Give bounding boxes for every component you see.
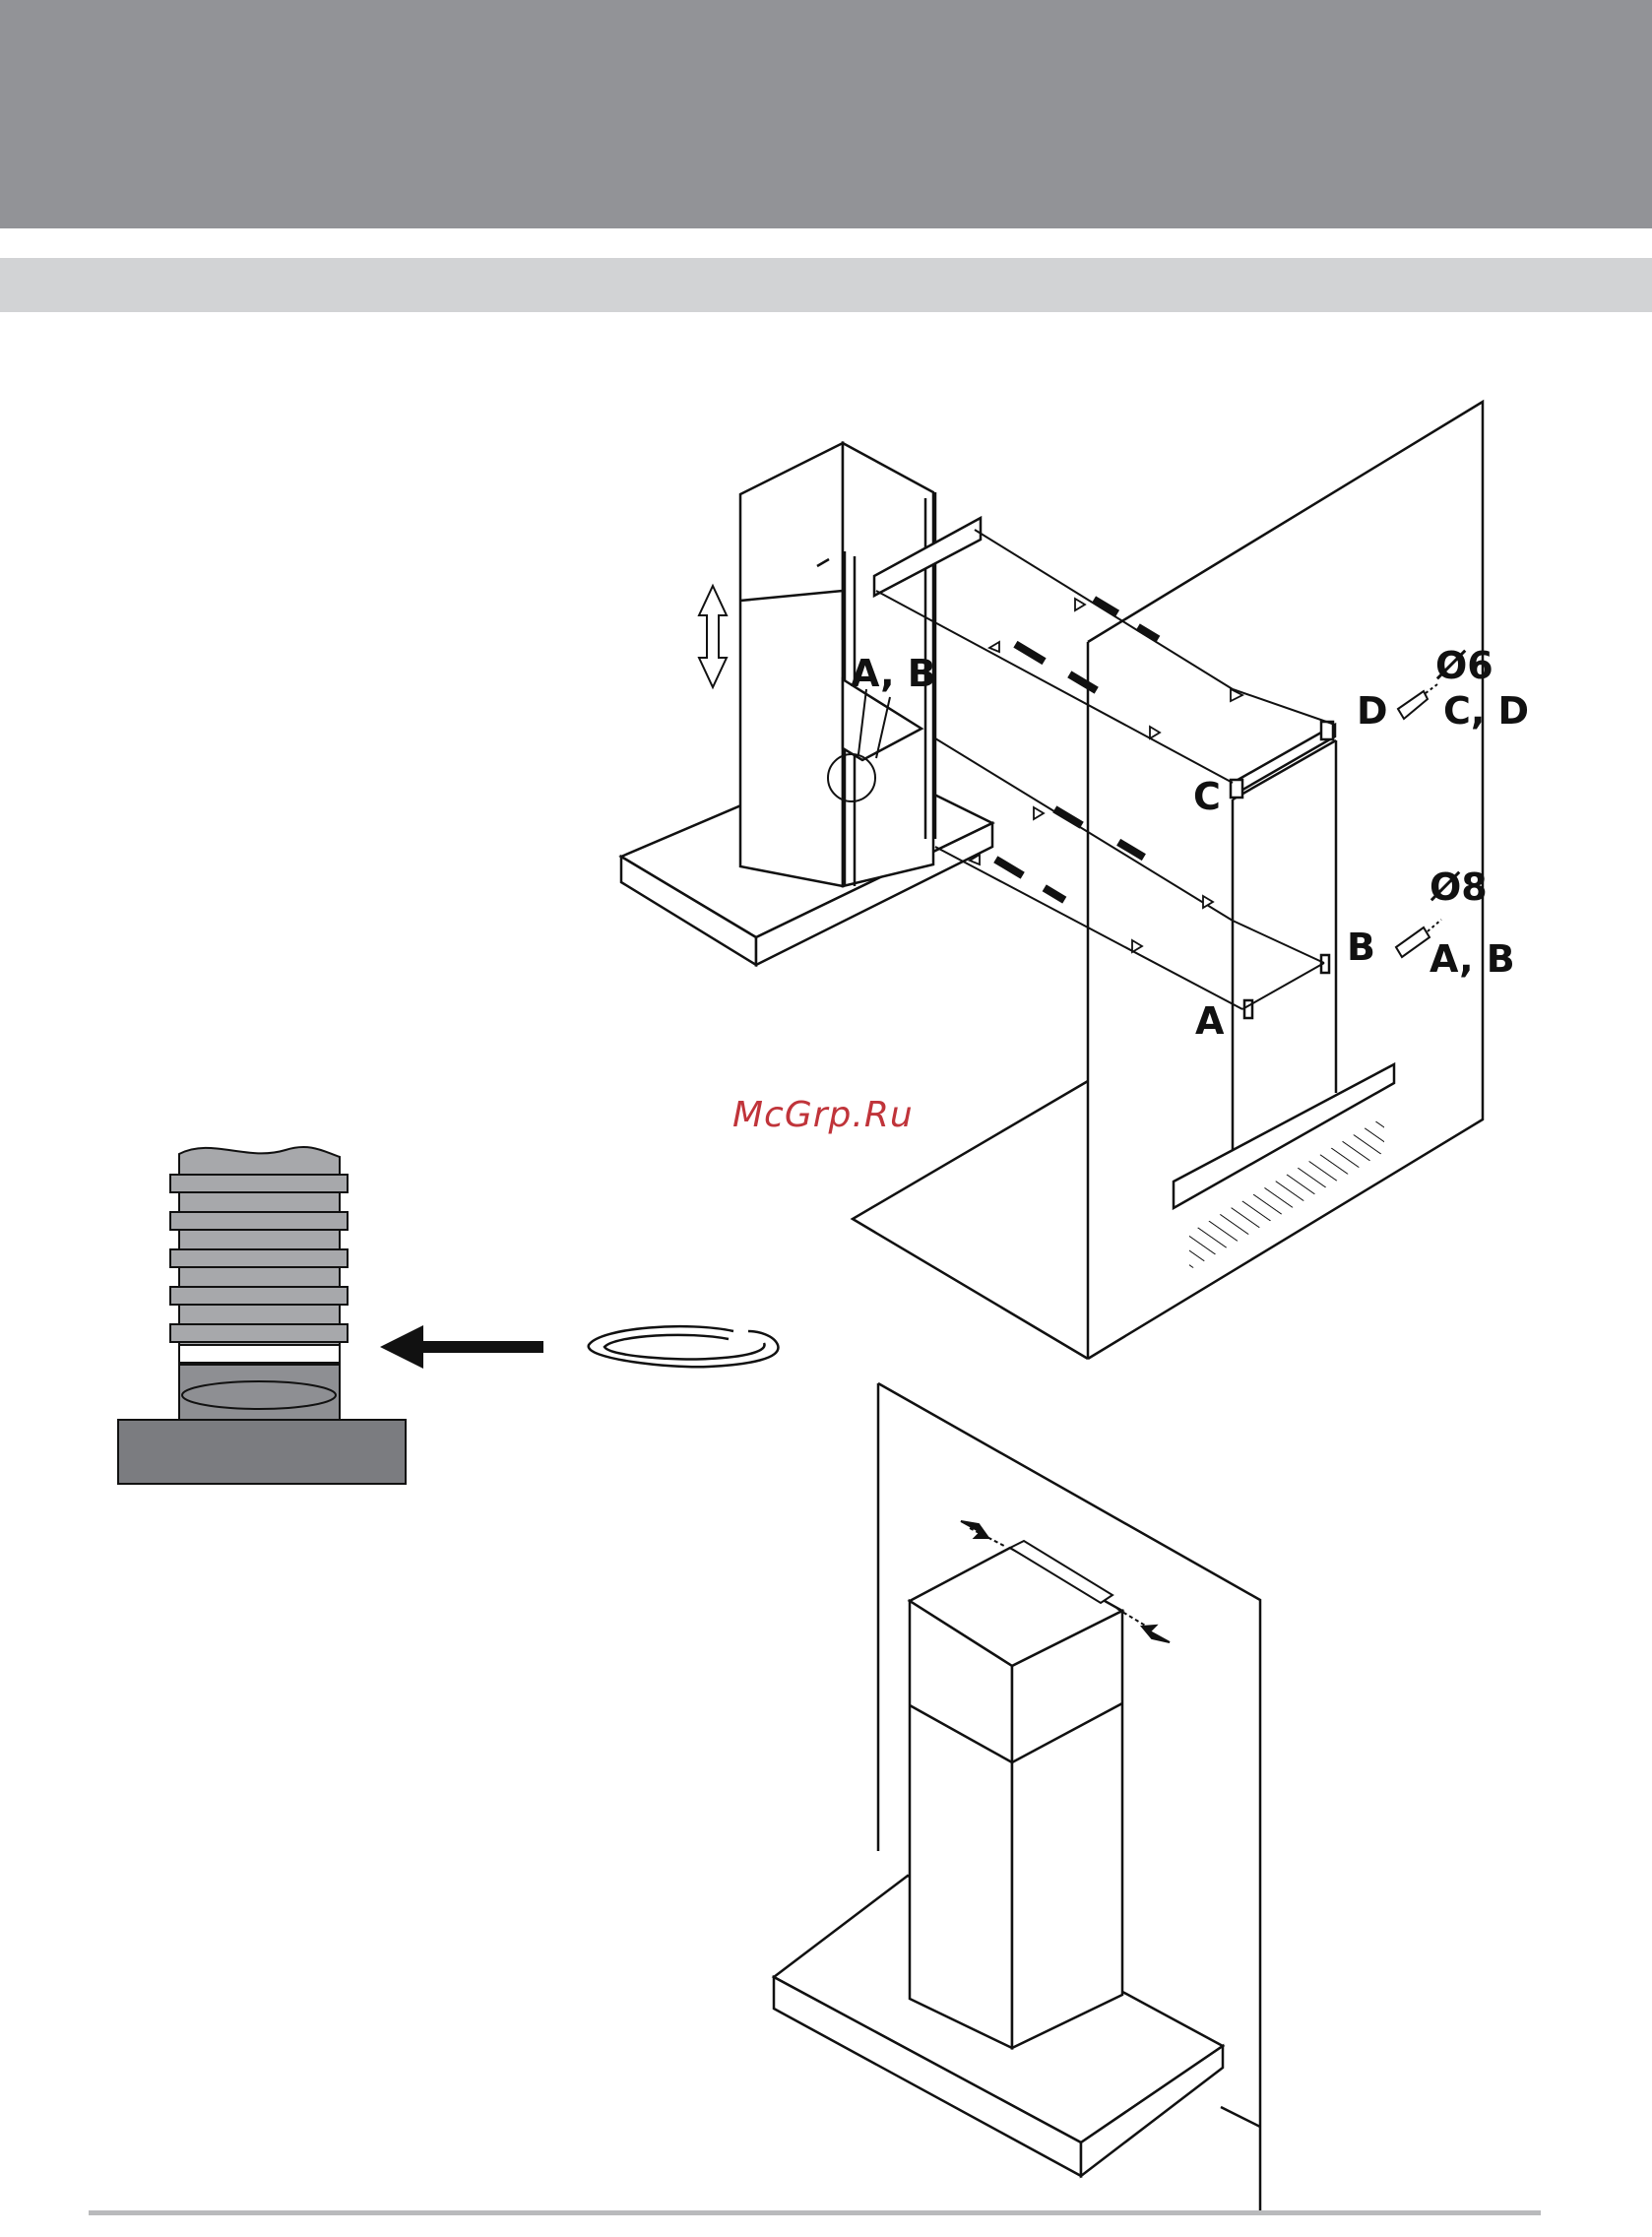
insert-arrow-icon	[380, 1325, 543, 1369]
watermark-text: McGrp.Ru	[732, 1095, 914, 1135]
label-a-b-detail: A, B	[851, 655, 936, 692]
pipe-detail	[118, 1147, 406, 1484]
label-a-b-plug: A, B	[1430, 940, 1515, 978]
wall-brackets	[1231, 722, 1335, 1018]
screw-markers	[995, 598, 1159, 903]
label-phi8: Ø8	[1430, 868, 1488, 906]
label-c: C	[1193, 778, 1221, 815]
clamp-ring	[589, 1326, 779, 1367]
label-phi6: Ø6	[1435, 647, 1493, 684]
footer-rule	[89, 2210, 1541, 2215]
wall-duct	[1233, 740, 1336, 1152]
finished-hood	[774, 1548, 1223, 2176]
label-c-d: C, D	[1443, 692, 1529, 730]
hood-assembly	[621, 443, 992, 965]
label-a: A	[1195, 1002, 1224, 1040]
height-adjust-arrow	[699, 586, 727, 687]
wall-plug-small	[1398, 684, 1437, 719]
label-b: B	[1347, 928, 1375, 966]
label-d: D	[1357, 692, 1388, 730]
